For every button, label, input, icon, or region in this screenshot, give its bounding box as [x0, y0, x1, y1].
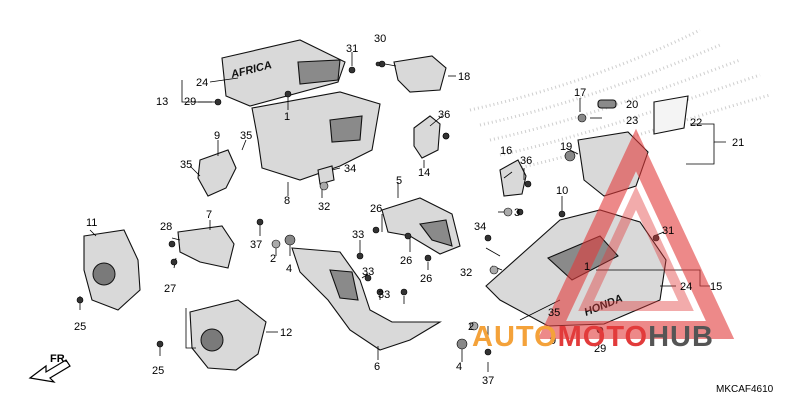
callout-35: 35	[180, 159, 192, 171]
part-bracket-18	[393, 55, 447, 93]
callout-24: 24	[680, 281, 692, 293]
callout-34: 34	[344, 163, 356, 175]
callout-31: 31	[662, 225, 674, 237]
callout-26: 26	[400, 255, 412, 267]
callout-26: 26	[370, 203, 382, 215]
callout-22: 22	[690, 117, 702, 129]
callout-32: 32	[318, 201, 330, 213]
callout-24: 24	[196, 77, 208, 89]
background-wing-logo	[469, 28, 771, 172]
part-clip-34	[317, 165, 335, 185]
callout-4: 4	[456, 361, 462, 373]
callout-13: 13	[156, 96, 168, 108]
part-side-cover-upper: AFRICA	[221, 39, 346, 107]
callout-11: 11	[86, 217, 97, 229]
callout-9: 9	[214, 130, 220, 142]
callout-35: 35	[548, 307, 560, 319]
callout-4: 4	[286, 263, 292, 275]
callout-25: 25	[74, 321, 86, 333]
callout-12: 12	[280, 327, 292, 339]
callout-37: 37	[250, 239, 262, 251]
fasteners	[76, 60, 660, 356]
callout-14: 14	[418, 167, 430, 179]
callout-29: 29	[184, 96, 196, 108]
callout-2: 2	[270, 253, 276, 265]
callout-15: 15	[710, 281, 722, 293]
part-inner-panel	[251, 91, 381, 181]
callout-9: 9	[550, 335, 556, 347]
callout-30: 30	[374, 33, 386, 45]
callout-33: 33	[352, 229, 364, 241]
callout-10: 10	[556, 185, 568, 197]
callout-33: 33	[378, 289, 390, 301]
callout-6: 6	[374, 361, 380, 373]
callout-8: 8	[284, 195, 290, 207]
callout-19: 19	[560, 141, 572, 153]
callout-1: 1	[284, 111, 290, 123]
callout-1: 1	[584, 261, 590, 273]
fr-direction-arrow: FR.	[28, 353, 71, 383]
watermark-brand: AUTOMOTOHUB	[472, 321, 714, 353]
part-emblem-plate	[653, 95, 689, 135]
part-lower-cowl	[291, 247, 442, 351]
callout-27: 27	[164, 283, 176, 295]
callout-36: 36	[438, 109, 450, 121]
callout-36: 36	[520, 155, 532, 167]
callout-31: 31	[346, 43, 358, 55]
callout-labels: 1122344567899101112131415161718192021222…	[74, 33, 744, 387]
callout-5: 5	[396, 175, 402, 187]
direction-label: FR.	[50, 353, 68, 365]
part-grommet-20	[597, 99, 617, 109]
part-bracket-9	[197, 149, 237, 197]
part-bracket-16	[499, 159, 527, 197]
callout-33: 33	[362, 266, 374, 278]
callout-32: 32	[460, 267, 472, 279]
part-headlight-cover-upper	[83, 229, 141, 311]
callout-35: 35	[240, 130, 252, 142]
part-center-cowl	[381, 197, 461, 255]
part-headlight-cover-lower	[189, 299, 267, 371]
callout-20: 20	[626, 99, 638, 111]
callout-28: 28	[160, 221, 172, 233]
callout-26: 26	[420, 273, 432, 285]
leader-lines	[79, 52, 726, 372]
callout-34: 34	[474, 221, 486, 233]
callout-2: 2	[468, 321, 474, 333]
callout-37: 37	[482, 375, 494, 387]
watermark-logo	[537, 128, 735, 339]
callout-17: 17	[574, 87, 586, 99]
diagram-code: MKCAF4610	[716, 384, 774, 395]
part-bracket-14	[413, 115, 441, 159]
callout-16: 16	[500, 145, 512, 157]
callout-7: 7	[206, 209, 212, 221]
callout-18: 18	[458, 71, 470, 83]
callout-21: 21	[732, 137, 744, 149]
callout-25: 25	[152, 365, 164, 377]
callout-29: 29	[594, 343, 606, 355]
callout-23: 23	[626, 115, 638, 127]
part-bracket-7	[177, 225, 235, 269]
callout-3: 3	[514, 207, 520, 219]
